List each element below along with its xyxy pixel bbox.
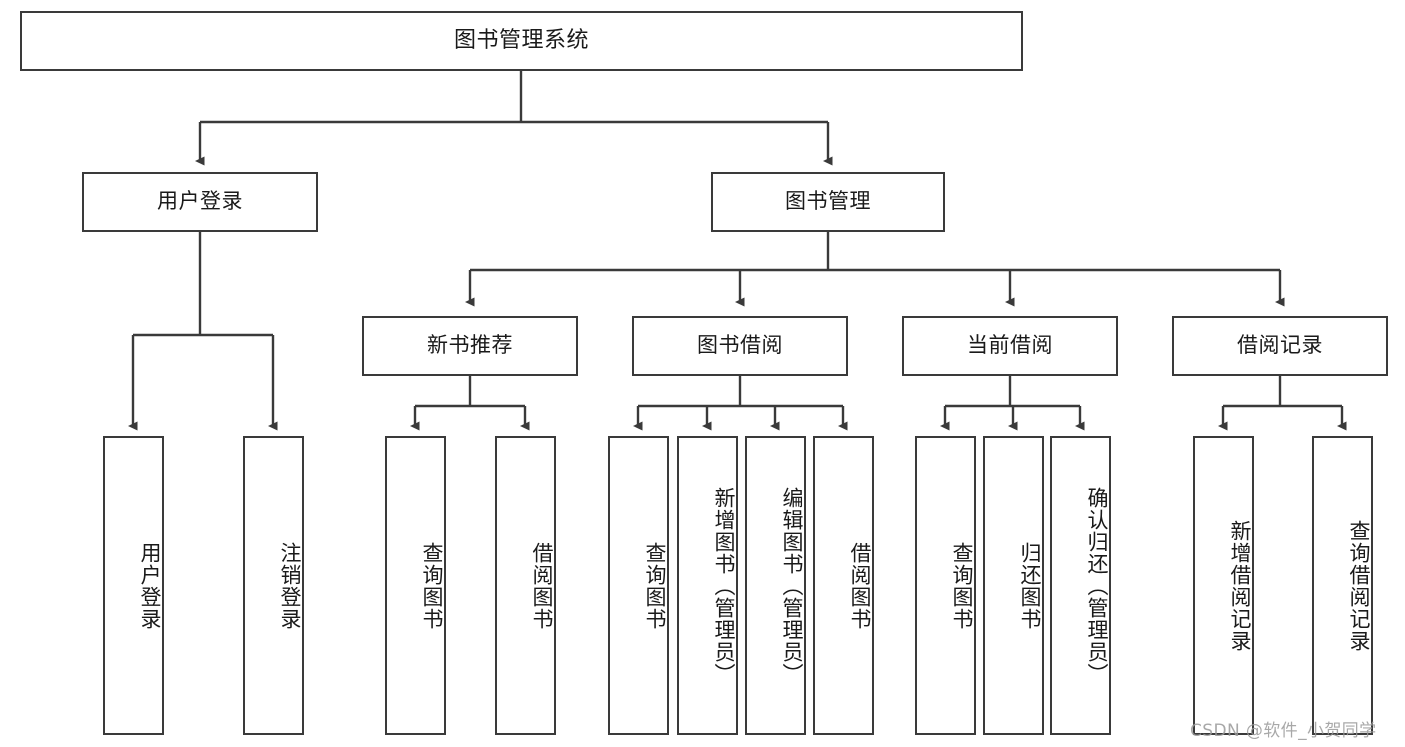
node-leaf-query-book-3[interactable]: 查询图书	[915, 436, 976, 735]
node-leaf-query-record[interactable]: 查询借阅记录	[1312, 436, 1373, 735]
node-label: 确认归还（管理员）	[1085, 486, 1109, 685]
node-leaf-query-book-1[interactable]: 查询图书	[385, 436, 446, 735]
csdn-watermark: CSDN @软件_小贺同学	[1190, 721, 1377, 741]
node-label: 借阅图书	[848, 541, 872, 630]
node-label: 新书推荐	[427, 333, 513, 358]
node-book-management[interactable]: 图书管理	[711, 172, 945, 232]
node-new-book-recommend[interactable]: 新书推荐	[362, 316, 578, 376]
node-borrow-record[interactable]: 借阅记录	[1172, 316, 1388, 376]
node-leaf-return-book[interactable]: 归还图书	[983, 436, 1044, 735]
node-label: 用户登录	[157, 189, 243, 214]
node-user-login[interactable]: 用户登录	[82, 172, 318, 232]
node-label: 注销登录	[278, 541, 302, 630]
node-label: 图书管理	[785, 189, 871, 214]
node-label: 查询图书	[643, 541, 667, 630]
node-leaf-borrow-book-1[interactable]: 借阅图书	[495, 436, 556, 735]
node-label: 编辑图书（管理员）	[780, 486, 804, 685]
node-label: 新增图书（管理员）	[712, 486, 736, 685]
node-book-borrow[interactable]: 图书借阅	[632, 316, 848, 376]
node-label: 用户登录	[138, 541, 162, 630]
node-label: 借阅图书	[530, 541, 554, 630]
node-leaf-borrow-book-2[interactable]: 借阅图书	[813, 436, 874, 735]
node-leaf-confirm-return[interactable]: 确认归还（管理员）	[1050, 436, 1111, 735]
node-label: 查询借阅记录	[1347, 519, 1371, 652]
node-label: 借阅记录	[1237, 333, 1323, 358]
node-leaf-add-record[interactable]: 新增借阅记录	[1193, 436, 1254, 735]
node-leaf-user-login[interactable]: 用户登录	[103, 436, 164, 735]
node-leaf-add-book[interactable]: 新增图书（管理员）	[677, 436, 738, 735]
node-label: 当前借阅	[967, 333, 1053, 358]
node-label: 查询图书	[950, 541, 974, 630]
node-root-book-management-system[interactable]: 图书管理系统	[20, 11, 1023, 71]
node-leaf-query-book-2[interactable]: 查询图书	[608, 436, 669, 735]
node-leaf-logout-login[interactable]: 注销登录	[243, 436, 304, 735]
node-label: 图书借阅	[697, 333, 783, 358]
node-label: 归还图书	[1018, 541, 1042, 630]
node-current-borrow[interactable]: 当前借阅	[902, 316, 1118, 376]
node-label: 查询图书	[420, 541, 444, 630]
node-label: 新增借阅记录	[1228, 519, 1252, 652]
node-leaf-edit-book[interactable]: 编辑图书（管理员）	[745, 436, 806, 735]
node-label: 图书管理系统	[453, 27, 589, 53]
